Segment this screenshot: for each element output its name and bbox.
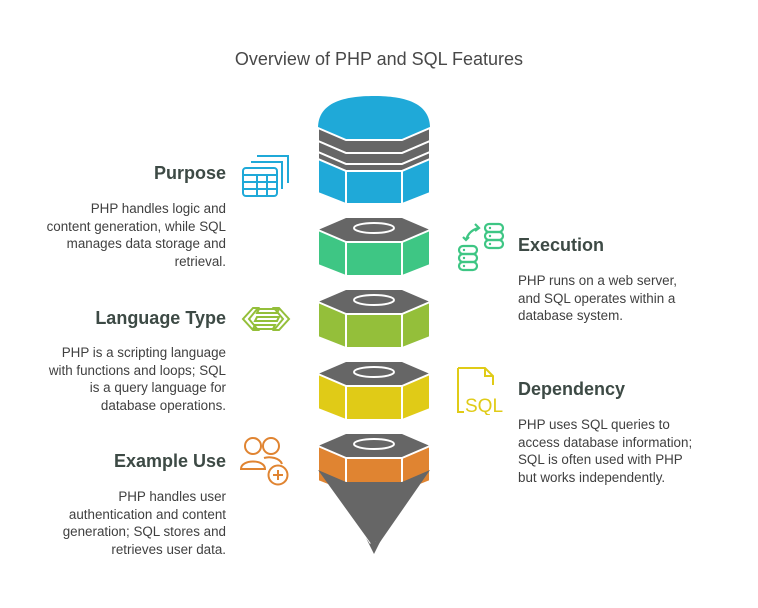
exchange-arrows-icon xyxy=(241,307,291,331)
hex-hole xyxy=(353,438,395,450)
description-line: is a query language for xyxy=(89,380,226,395)
description-line: with functions and loops; SQL xyxy=(48,362,226,378)
description-line: PHP runs on a web server, xyxy=(518,273,678,288)
hex-top-face xyxy=(318,362,430,386)
description-line: authentication and content xyxy=(68,506,226,522)
description-line: PHP is a scripting language xyxy=(61,345,226,360)
description-line: generation; SQL stores and xyxy=(62,524,226,539)
description-line: database operations. xyxy=(100,397,226,413)
hex-top-face xyxy=(318,290,430,314)
hex-face-front xyxy=(345,385,403,421)
description-line: database system. xyxy=(518,308,623,323)
hex-face-front xyxy=(345,313,403,349)
description-line: content generation, while SQL xyxy=(46,218,226,234)
hex-nut-language-type xyxy=(317,290,431,350)
database-sync-icon xyxy=(457,222,505,272)
hex-nut-execution xyxy=(317,218,431,278)
label-execution: Execution xyxy=(518,235,605,255)
label-dependency: Dependency xyxy=(518,379,626,399)
hex-top-face xyxy=(318,434,430,458)
sql-file-icon: SQL xyxy=(457,367,503,415)
description-line: but works independently. xyxy=(518,469,666,485)
stack-top-cylinder xyxy=(317,96,431,206)
hex-face-right xyxy=(401,300,431,350)
cylinder-cap xyxy=(318,96,430,140)
hex-face-right xyxy=(401,228,431,278)
cone-tip xyxy=(366,538,382,554)
sql-file-icon-text: SQL xyxy=(465,396,503,415)
description-purpose: PHP handles logic and content generation,… xyxy=(47,200,226,270)
description-example-use: PHP handles user authentication and conte… xyxy=(63,488,226,558)
label-language-type: Language Type xyxy=(95,308,226,328)
stack-bottom-cone xyxy=(318,470,430,545)
description-line: PHP handles logic and xyxy=(90,201,226,216)
description-dependency: PHP uses SQL queries to access database i… xyxy=(518,416,692,486)
description-line: PHP uses SQL queries to xyxy=(518,417,670,432)
label-example-use: Example Use xyxy=(113,451,226,471)
cylinder-face-right xyxy=(401,157,431,206)
description-line: access database information; xyxy=(518,434,693,450)
hex-hole xyxy=(353,366,395,378)
description-line: retrieves user data. xyxy=(111,541,226,557)
description-execution: PHP runs on a web server, and SQL operate… xyxy=(518,272,677,325)
cylinder-face-front xyxy=(345,170,403,205)
description-line: retrieval. xyxy=(174,253,226,269)
hex-nut-dependency xyxy=(317,362,431,422)
label-purpose: Purpose xyxy=(153,163,226,183)
table-stack-icon xyxy=(242,155,289,197)
description-line: and SQL operates within a xyxy=(518,290,676,306)
description-line: PHP handles user xyxy=(118,489,226,504)
description-language-type: PHP is a scripting language with function… xyxy=(49,344,226,414)
hex-hole xyxy=(353,222,395,234)
hex-face-front xyxy=(345,241,403,277)
hex-hole xyxy=(353,294,395,306)
hex-face-right xyxy=(401,372,431,422)
description-line: manages data storage and xyxy=(66,236,226,251)
diagram-title: Overview of PHP and SQL Features xyxy=(234,49,524,69)
description-line: SQL is often used with PHP xyxy=(518,452,683,467)
hex-top-face xyxy=(318,218,430,242)
add-users-icon xyxy=(239,437,289,486)
